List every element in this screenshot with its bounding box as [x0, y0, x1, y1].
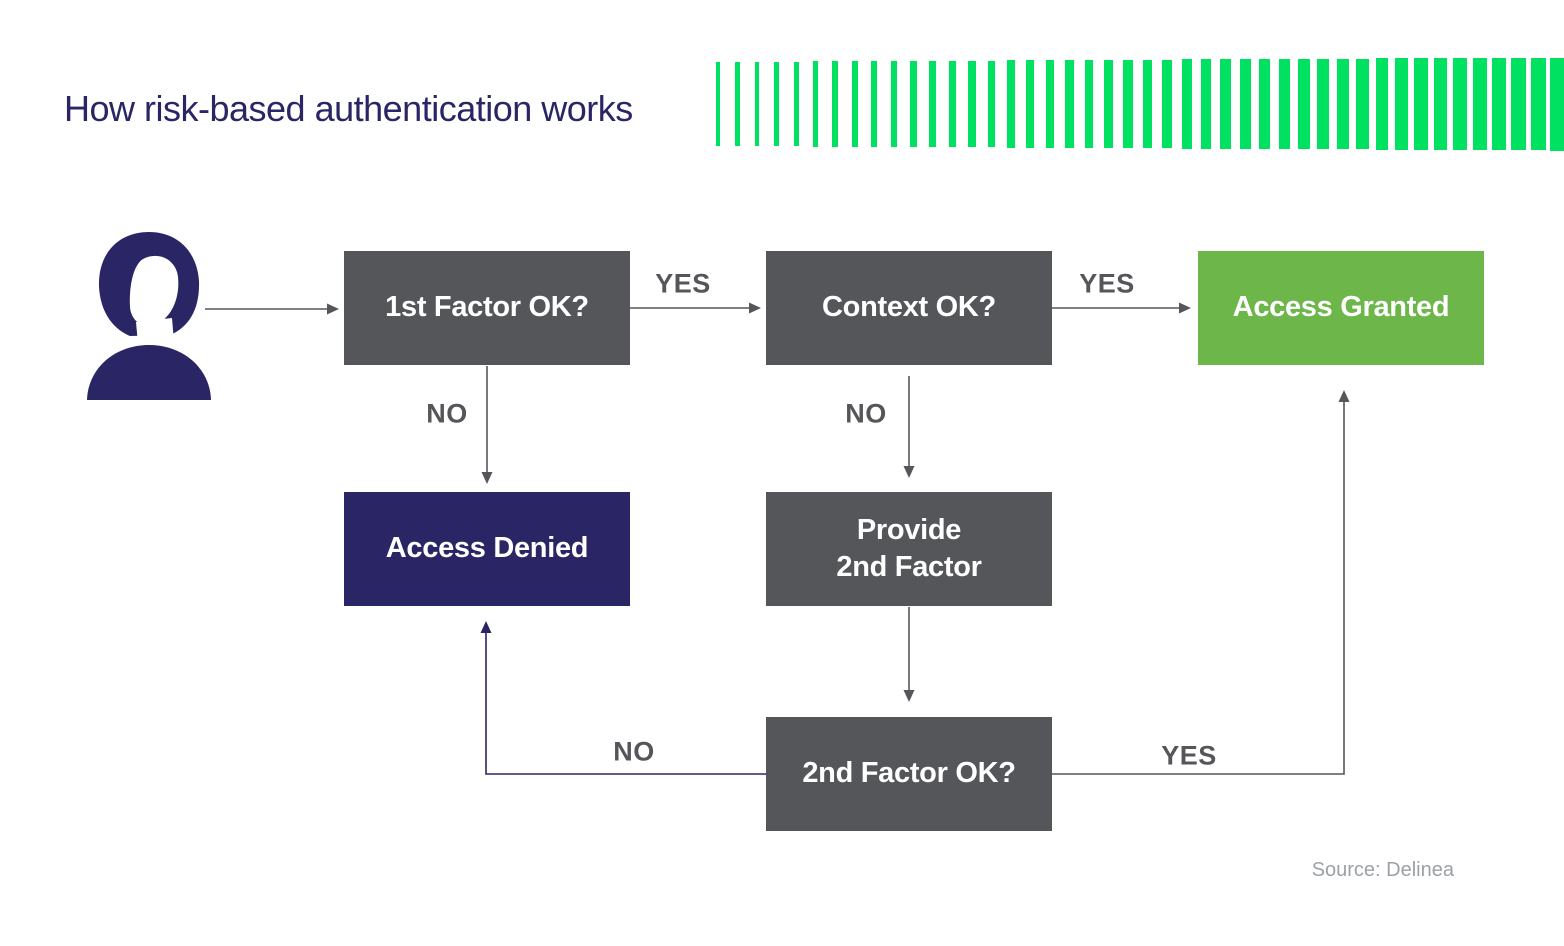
arrowhead-up-icon	[1338, 390, 1350, 402]
green-bar	[1181, 59, 1192, 149]
green-bar	[929, 60, 937, 148]
green-bar	[1433, 58, 1448, 150]
green-bar	[735, 61, 740, 147]
edge-label-yes-second: YES	[1161, 740, 1217, 771]
edge-label-no-context: NO	[845, 398, 887, 429]
green-bar	[1530, 57, 1546, 151]
green-bar	[1395, 58, 1408, 150]
green-bar	[754, 61, 760, 147]
green-bar	[1220, 59, 1232, 149]
node-provide-second-factor: Provide 2nd Factor	[766, 492, 1052, 606]
node-second-factor: 2nd Factor OK?	[766, 717, 1052, 831]
green-bar	[813, 61, 819, 147]
page-title: How risk-based authentication works	[64, 88, 633, 129]
green-bar	[1259, 59, 1271, 149]
green-bar	[910, 60, 917, 148]
source-credit: Source: Delinea	[1311, 859, 1454, 881]
green-bar	[793, 61, 799, 147]
green-bar	[851, 61, 858, 147]
green-bar	[1007, 60, 1015, 148]
node-context-label: Context OK?	[822, 291, 996, 324]
node-access-granted-label: Access Granted	[1232, 291, 1450, 324]
green-bar	[1162, 59, 1173, 149]
green-bar	[1375, 58, 1389, 150]
node-provide-line1: Provide	[856, 513, 962, 546]
green-bar	[1298, 58, 1310, 150]
arrowhead-right-icon	[327, 303, 339, 315]
edge-second-yes	[1052, 401, 1345, 775]
green-bar	[1084, 60, 1094, 148]
arrowhead-right-icon	[1179, 302, 1191, 314]
green-bar	[1201, 59, 1212, 149]
green-bar	[1472, 57, 1487, 151]
green-bar	[1492, 57, 1507, 151]
green-bar	[871, 61, 878, 147]
green-bar	[1511, 57, 1526, 151]
green-bar	[1239, 59, 1251, 149]
edge-label-yes-first: YES	[655, 268, 711, 299]
green-bar	[948, 60, 956, 148]
green-bar	[832, 61, 838, 147]
green-bar	[1336, 58, 1349, 150]
green-bar	[1356, 58, 1369, 150]
arrowhead-down-icon	[903, 690, 915, 702]
node-second-factor-label: 2nd Factor OK?	[802, 757, 1016, 790]
green-bar	[1142, 59, 1153, 149]
user-woman-icon	[87, 232, 211, 400]
green-bar	[774, 61, 779, 147]
green-bar	[987, 60, 996, 148]
green-bar	[1104, 59, 1114, 149]
green-bar	[968, 60, 976, 148]
arrowhead-down-icon	[903, 466, 915, 478]
edge-label-no-first: NO	[426, 398, 468, 429]
arrowhead-right-icon	[749, 302, 761, 314]
green-bar	[1278, 58, 1290, 150]
green-bar	[716, 62, 720, 146]
green-bar	[1065, 60, 1074, 148]
green-bar	[1026, 60, 1035, 148]
edge-label-no-second: NO	[613, 736, 655, 767]
green-bar	[1414, 58, 1428, 150]
node-first-factor-label: 1st Factor OK?	[385, 291, 589, 324]
node-access-denied-label: Access Denied	[385, 532, 589, 565]
green-bars-decoration	[716, 0, 1564, 170]
green-bar	[1550, 57, 1564, 151]
edge-label-yes-context: YES	[1079, 268, 1135, 299]
node-provide-line2: 2nd Factor	[836, 551, 982, 583]
node-access-denied: Access Denied	[344, 492, 630, 606]
green-bar	[1453, 58, 1467, 150]
node-first-factor: 1st Factor OK?	[344, 251, 630, 365]
green-bar	[1123, 59, 1133, 149]
green-bar	[1045, 60, 1055, 148]
node-context: Context OK?	[766, 251, 1052, 365]
arrowhead-down-icon	[481, 472, 493, 484]
arrowhead-up-icon	[480, 621, 492, 633]
green-bar	[1317, 58, 1330, 150]
green-bar	[890, 61, 897, 147]
node-access-granted: Access Granted	[1198, 251, 1484, 365]
